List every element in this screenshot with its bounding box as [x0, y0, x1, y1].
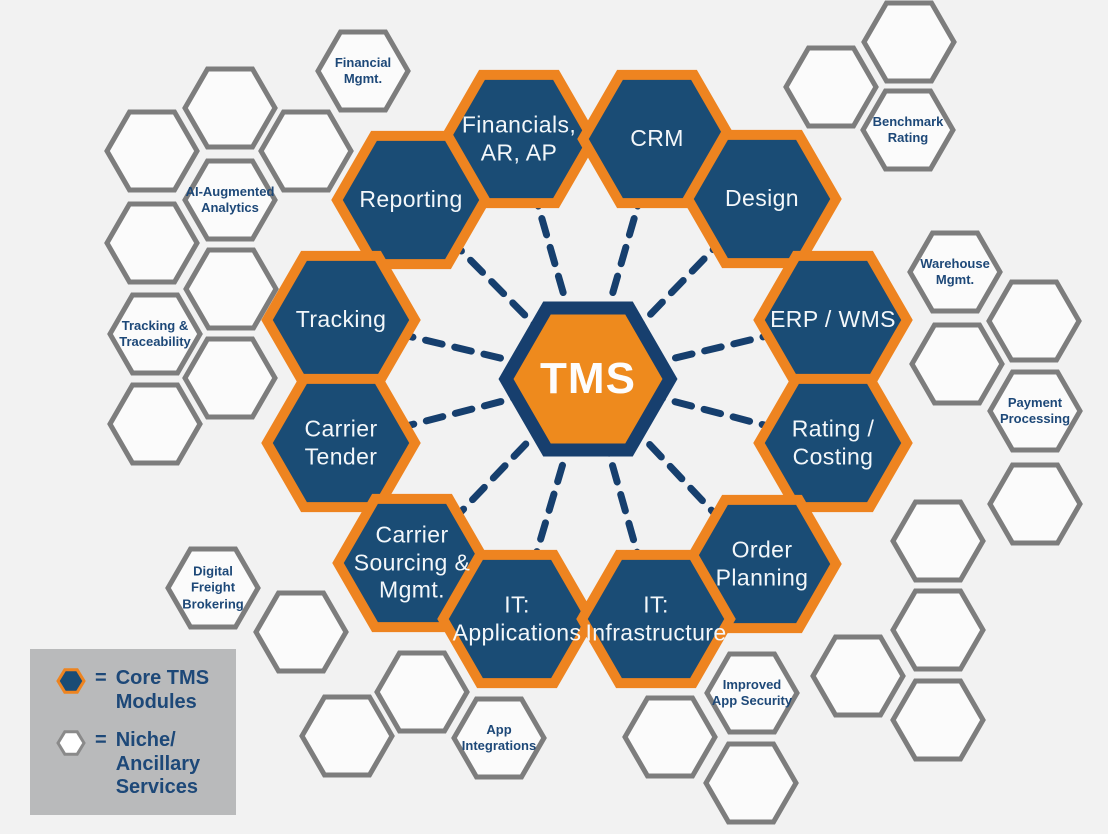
niche-hex-benchmark-rating	[860, 88, 956, 172]
core-hex-design	[682, 129, 842, 269]
niche-hex-payment-processing	[987, 369, 1083, 453]
niche-hex-tracking-traceability	[107, 292, 203, 376]
empty-hex	[258, 109, 354, 193]
niche-hex-ai-augmented-analytics	[182, 158, 278, 242]
empty-hex	[182, 66, 278, 150]
niche-hex-improved-app-security	[704, 651, 800, 735]
core-hex-reporting	[331, 130, 491, 270]
tms-hex	[498, 301, 678, 457]
empty-hex	[183, 247, 279, 331]
empty-hex	[182, 336, 278, 420]
empty-hex	[890, 678, 986, 762]
empty-hex	[987, 462, 1083, 546]
empty-hex	[783, 45, 879, 129]
core-hex-rating-costing	[753, 373, 913, 513]
core-hex-carrier-tender	[261, 373, 421, 513]
empty-hex	[890, 588, 986, 672]
empty-hex	[986, 279, 1082, 363]
niche-service-hexagon-icon	[56, 730, 86, 756]
legend-label-niche: Niche/ Ancillary Services	[115, 729, 201, 799]
niche-hex-financial-mgmt	[315, 29, 411, 113]
legend-equals-sign: =	[95, 729, 107, 751]
core-hex-erp-wms	[753, 250, 913, 390]
empty-hex	[253, 590, 349, 674]
legend: = Core TMS Modules = Niche/ Ancillary Se…	[30, 649, 236, 815]
empty-hex	[107, 382, 203, 466]
empty-hex	[104, 201, 200, 285]
empty-hex	[299, 694, 395, 778]
niche-hex-app-integrations	[451, 696, 547, 780]
empty-hex	[861, 0, 957, 84]
empty-hex	[622, 695, 718, 779]
legend-item-niche: = Niche/ Ancillary Services	[56, 729, 200, 800]
empty-hex	[703, 741, 799, 825]
niche-hex-warehouse-mgmt	[907, 230, 1003, 314]
niche-hex-digital-freight-brokering	[165, 546, 261, 630]
empty-hex	[909, 322, 1005, 406]
core-module-hexagon-icon	[56, 668, 86, 694]
core-hex-tracking	[261, 250, 421, 390]
core-hex-it-applications	[437, 549, 597, 689]
empty-hex	[374, 650, 470, 734]
legend-item-core: = Core TMS Modules	[56, 667, 209, 714]
legend-label-core: Core TMS Modules	[115, 667, 210, 713]
empty-hex	[890, 499, 986, 583]
empty-hex	[104, 109, 200, 193]
legend-equals-sign: =	[95, 667, 107, 689]
empty-hex	[810, 634, 906, 718]
core-hex-it-infrastructure	[576, 549, 736, 689]
